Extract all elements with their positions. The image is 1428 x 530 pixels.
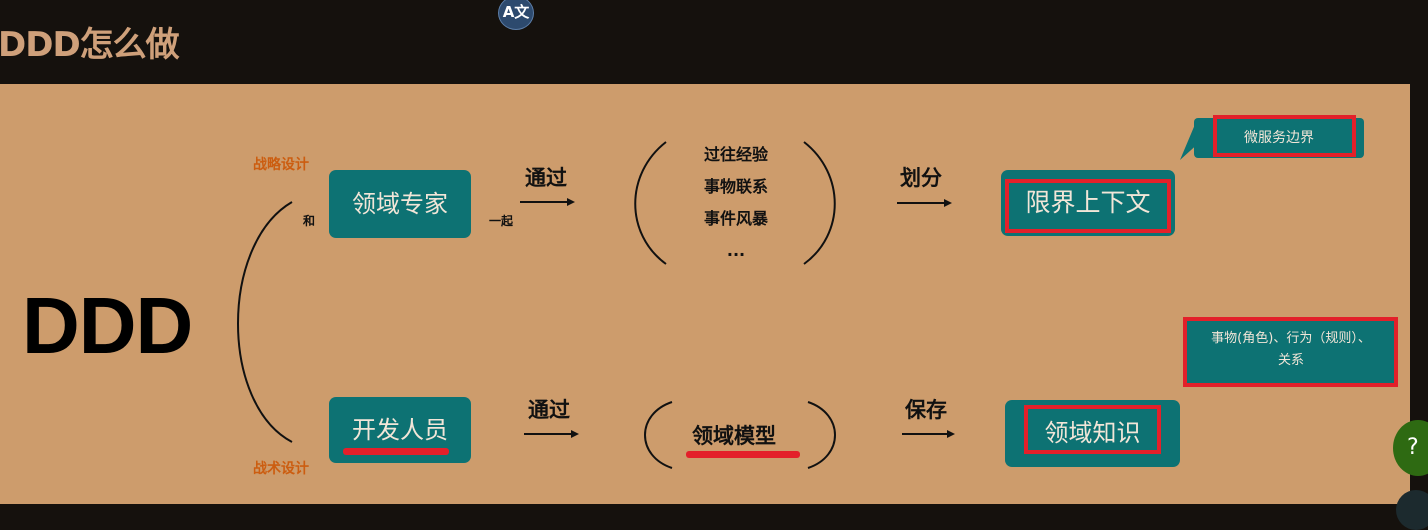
header-bar: DDD怎么做 A文 <box>0 0 1428 84</box>
arrow-head <box>947 430 955 438</box>
highlight-domain-knowledge <box>1024 405 1161 454</box>
translate-icon[interactable]: A文 <box>498 0 534 30</box>
arrow-head <box>944 199 952 207</box>
arrow-head <box>567 198 575 206</box>
knowledge-note-line: 事物(角色)、行为（规则）、 <box>1211 331 1371 346</box>
via-label-top: 通过 <box>525 166 567 190</box>
experience-list: 过往经验 事物联系 事件风暴 ... <box>686 139 786 267</box>
paren-left <box>644 401 673 469</box>
domain-expert-box: 领域专家 <box>329 170 471 238</box>
paren-right <box>803 141 836 265</box>
domain-knowledge-box: 领域知识 <box>1005 400 1180 467</box>
page-title: DDD怎么做 <box>0 25 180 65</box>
via-label-bottom: 通过 <box>528 398 570 422</box>
ddd-heading: DDD <box>22 281 193 370</box>
highlight-microservice-note <box>1213 115 1356 157</box>
slide-canvas: DDD 战略设计 战术设计 和 领域专家 一起 通过 过往经验 事物联系 事件风… <box>0 84 1410 504</box>
experience-item: ... <box>726 241 746 260</box>
tactical-design-label: 战术设计 <box>253 461 309 477</box>
and-label: 和 <box>303 214 316 228</box>
experience-item: 过往经验 <box>703 145 768 164</box>
scroll-top-icon[interactable] <box>1396 490 1428 530</box>
domain-model-label: 领域模型 <box>692 424 776 448</box>
paren-right <box>807 401 836 469</box>
help-icon[interactable]: ? <box>1393 420 1428 476</box>
strategic-design-label: 战略设计 <box>253 157 309 173</box>
knowledge-note: 事物(角色)、行为（规则）、 关系 <box>1186 320 1396 384</box>
knowledge-note-line: 关系 <box>1277 353 1304 368</box>
microservice-boundary-note: 微服务边界 <box>1194 118 1364 158</box>
save-label: 保存 <box>905 398 947 422</box>
highlight-knowledge-note <box>1183 317 1398 387</box>
left-brace <box>237 201 293 443</box>
highlight-bounded-context <box>1005 179 1171 233</box>
together-label: 一起 <box>489 214 514 228</box>
paren-left <box>634 141 667 265</box>
divide-label: 划分 <box>900 166 942 190</box>
underline-domain-model <box>686 451 800 458</box>
right-gutter <box>1410 84 1428 504</box>
experience-item: 事件风暴 <box>703 209 768 228</box>
underline-developers <box>343 448 449 455</box>
arrow-head <box>571 430 579 438</box>
experience-item: 事物联系 <box>703 177 768 196</box>
